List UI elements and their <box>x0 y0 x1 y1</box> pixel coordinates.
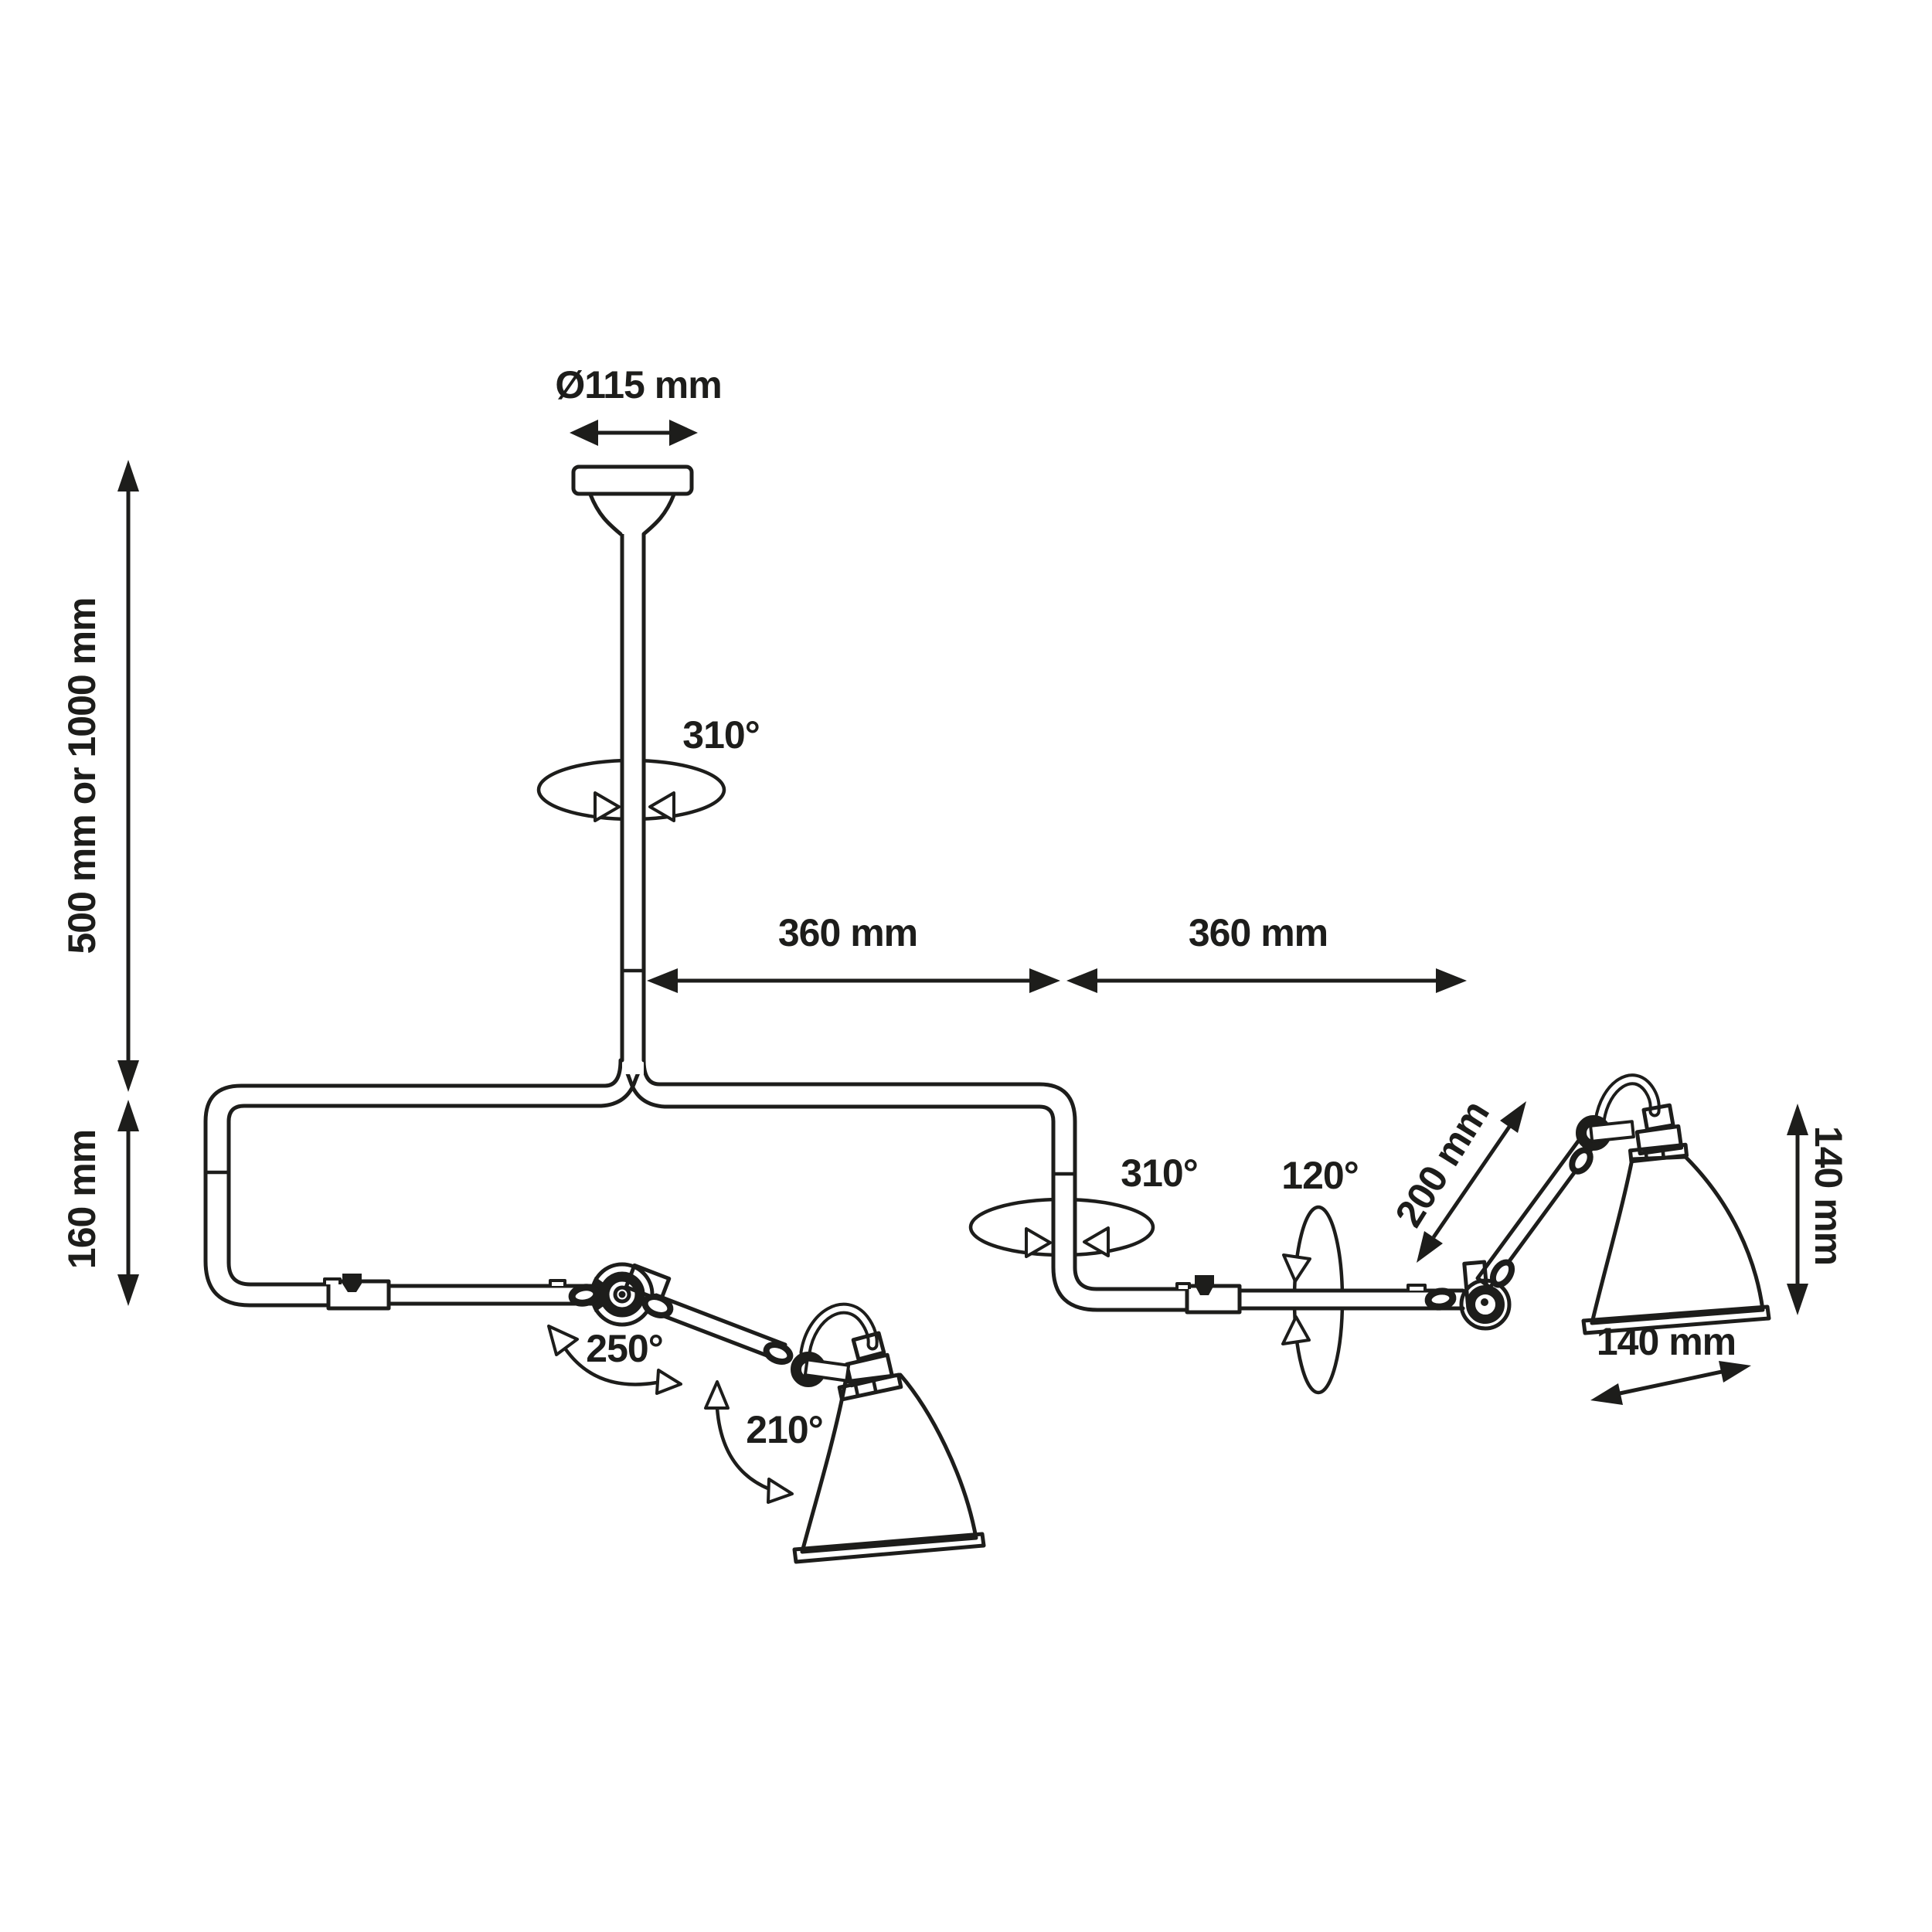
tube-rotation-arrow-left <box>1025 1227 1052 1258</box>
canopy-neck <box>588 492 676 536</box>
right-arm-start-nut <box>1489 1259 1515 1288</box>
left-elbow-lever <box>803 1358 851 1383</box>
rod-rotation-arrow-right <box>648 791 675 822</box>
arm-swivel-arrow-upper <box>1282 1253 1311 1283</box>
label-bar-right-length: 360 mm <box>1189 911 1328 954</box>
rotation-arrowheads <box>594 791 1311 1345</box>
shade-height-arrow-bottom <box>1787 1284 1808 1315</box>
left-swivel-ring <box>599 1271 645 1318</box>
arm-dim-arrow-low <box>1417 1231 1443 1263</box>
label-frame-drop: 160 mm <box>60 1130 104 1269</box>
label-head-rotation: 210° <box>746 1408 822 1451</box>
right-tube-run <box>1175 1275 1465 1315</box>
right-elbow-lever <box>1589 1120 1635 1143</box>
arm-dim-line <box>1431 1125 1512 1239</box>
label-drop-height: 500 mm or 1000 mm <box>60 597 104 954</box>
joint-rotation-arrow-end <box>655 1369 682 1395</box>
shade-width-dim-line <box>1619 1369 1723 1396</box>
shade-width-arrow-left <box>1590 1383 1623 1405</box>
label-arm-length: 200 mm <box>1386 1094 1497 1235</box>
left-tube-run <box>323 1274 611 1311</box>
head-rotation-arc <box>715 1406 772 1492</box>
right-shade-collar <box>1628 1142 1689 1164</box>
right-swivel-pin <box>1481 1298 1488 1306</box>
label-canopy-diameter: Ø115 mm <box>555 363 721 406</box>
left-tube-clip <box>342 1274 362 1292</box>
right-tube-sleeve <box>1185 1284 1242 1315</box>
rod-fill <box>622 533 644 1074</box>
left-lamp-head <box>568 1262 986 1564</box>
canopy-dim-arrow-left <box>570 420 598 446</box>
head-rotation-arrow-start <box>704 1380 730 1410</box>
arm-swivel-arrow-lower <box>1281 1315 1311 1345</box>
right-socket-top <box>1641 1103 1675 1132</box>
left-arm-start-nut <box>641 1294 674 1318</box>
right-thin-tube-fill <box>1236 1291 1464 1308</box>
frame-drop-arrow-bottom <box>117 1274 139 1306</box>
left-arm-end-nut <box>763 1342 794 1365</box>
bar-right-arrow-end <box>1436 968 1467 993</box>
frame-drop-arrow-top <box>117 1100 139 1131</box>
bar-right-arrow-start <box>1066 968 1097 993</box>
right-tube-notch-2 <box>1406 1284 1427 1291</box>
left-tube-notch-2 <box>549 1279 566 1286</box>
left-shade-bell <box>800 1372 978 1554</box>
left-shade-collar <box>837 1372 903 1402</box>
label-arm-swivel-angle: 120° <box>1281 1154 1358 1197</box>
joint-rotation-arc <box>563 1347 659 1386</box>
drop-dim-arrow-bottom <box>117 1060 139 1092</box>
left-tube-notch-1 <box>323 1277 342 1284</box>
arm-dim-arrow-high <box>1500 1101 1526 1133</box>
canopy-and-rod <box>571 464 694 1074</box>
head-rotation-arrow-end <box>767 1478 794 1504</box>
label-tube-rotation: 310° <box>1121 1151 1197 1195</box>
right-lamp-head <box>1424 1073 1771 1335</box>
right-cable-core <box>1597 1077 1658 1124</box>
left-cable-core <box>802 1305 876 1355</box>
left-frame-tube-fill <box>206 1043 644 1305</box>
rod-rotation-arrow-left <box>594 791 621 822</box>
left-shade-rim <box>792 1532 986 1564</box>
label-joint-rotation: 250° <box>586 1327 662 1370</box>
bar-left-arrow-end <box>1029 968 1060 993</box>
shade-height-arrow-top <box>1787 1104 1808 1135</box>
right-tube-hinge-nut <box>1424 1287 1457 1311</box>
right-tube-notch-1 <box>1175 1282 1191 1289</box>
right-swivel-housing <box>1459 1278 1512 1331</box>
canopy-dim-arrow-right <box>669 420 698 446</box>
label-shade-height: 140 mm <box>1807 1126 1850 1265</box>
label-shade-width: 140 mm <box>1597 1320 1736 1363</box>
left-tube-hinge-nut <box>568 1284 600 1307</box>
shade-width-arrow-right <box>1719 1361 1751 1383</box>
bar-left-arrow-start <box>647 968 678 993</box>
lamp-frame <box>203 1043 1189 1312</box>
left-thin-tube-fill <box>386 1286 611 1304</box>
tube-rotation-arrow-right <box>1083 1226 1110 1257</box>
right-tube-clip <box>1195 1275 1214 1295</box>
right-frame-tube-outline <box>620 1058 1189 1312</box>
left-swivel-pin <box>618 1291 626 1298</box>
right-shade-rim <box>1581 1304 1771 1335</box>
angle-arcs <box>547 1325 794 1504</box>
left-socket-top <box>851 1331 886 1362</box>
right-shade-bell <box>1590 1155 1765 1325</box>
label-bar-left-length: 360 mm <box>778 911 917 954</box>
right-arm-end-nut <box>1569 1147 1594 1175</box>
canopy <box>571 464 694 496</box>
drop-dim-arrow-top <box>117 460 139 492</box>
label-rod-rotation: 310° <box>682 713 759 757</box>
dimensions <box>117 420 1808 1405</box>
joint-rotation-arrow-start <box>547 1325 579 1356</box>
